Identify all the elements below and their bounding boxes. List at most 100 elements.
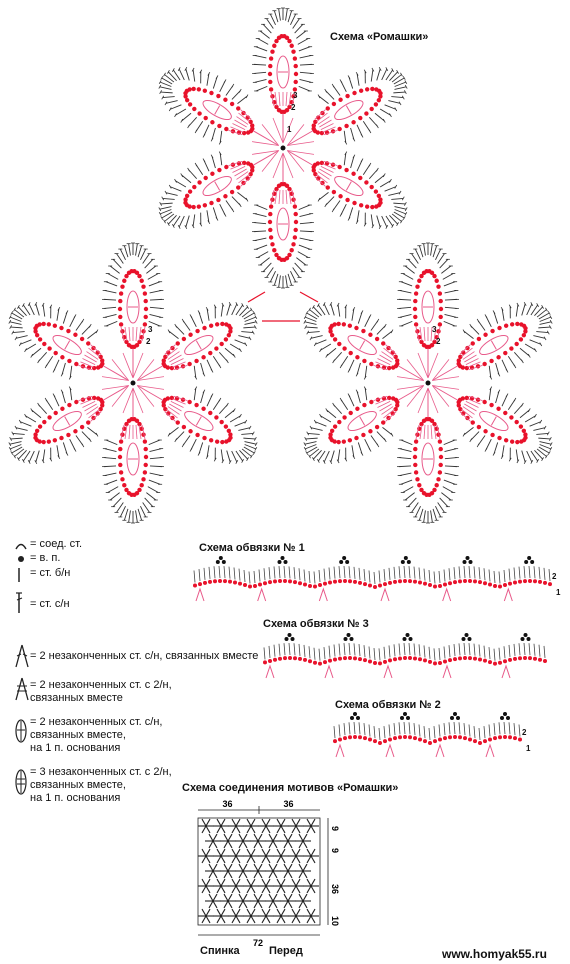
inner-stitch bbox=[236, 171, 249, 180]
stitch-mark bbox=[488, 569, 491, 582]
chain-dot bbox=[383, 739, 387, 744]
chain-dot bbox=[374, 336, 380, 342]
motif-mark bbox=[212, 863, 218, 872]
stitch-mark bbox=[396, 69, 399, 74]
stitch-mark bbox=[161, 95, 165, 100]
motif-mark bbox=[205, 915, 211, 924]
chain-dot bbox=[464, 395, 470, 401]
stitch-mark bbox=[360, 310, 364, 315]
stitch-mark bbox=[478, 727, 481, 741]
chain-dot bbox=[434, 483, 439, 488]
stitch-mark bbox=[278, 643, 281, 656]
stitch-mark bbox=[44, 397, 48, 402]
flower-motif bbox=[158, 7, 408, 289]
stitch-mark bbox=[38, 352, 48, 362]
stitch-mark bbox=[393, 202, 406, 205]
motif-mark bbox=[238, 870, 244, 879]
inner-stitch bbox=[375, 361, 389, 368]
inner-stitch bbox=[316, 112, 328, 123]
picot-dot bbox=[406, 716, 410, 720]
stitch-mark bbox=[213, 457, 217, 462]
petal-spoke bbox=[396, 376, 424, 381]
legend-item: = 2 незаконченных ст. с 2/н, связанных в… bbox=[14, 677, 172, 705]
chain-dot bbox=[328, 435, 333, 440]
cluster-bar bbox=[195, 340, 202, 350]
chain-dot bbox=[187, 102, 193, 107]
motif-mark bbox=[231, 818, 237, 827]
stitch-mark bbox=[241, 432, 254, 435]
stitch-mark bbox=[538, 644, 541, 657]
chain-dot bbox=[298, 656, 302, 661]
stitch-mark bbox=[503, 646, 506, 659]
stitch-mark bbox=[262, 262, 272, 272]
stitch-mark bbox=[14, 336, 18, 341]
stitch-mark bbox=[443, 723, 446, 736]
motif-mark bbox=[231, 885, 237, 894]
motif-mark bbox=[220, 855, 226, 864]
chain-dot bbox=[287, 186, 292, 192]
chain-dot bbox=[268, 211, 273, 217]
chain-dot bbox=[473, 656, 477, 661]
stitch-mark bbox=[158, 84, 162, 89]
stitch-mark bbox=[546, 431, 550, 436]
cluster-oval bbox=[347, 334, 377, 356]
stitch-mark bbox=[433, 648, 436, 661]
stitch-mark bbox=[492, 451, 496, 456]
motif-mark bbox=[212, 833, 218, 842]
inner-stitch bbox=[169, 354, 182, 363]
stitch-mark bbox=[414, 505, 421, 518]
stitch-mark bbox=[254, 437, 257, 441]
chain-dot bbox=[274, 38, 279, 44]
chain-dot bbox=[429, 418, 435, 424]
motif-mark bbox=[220, 878, 226, 887]
chain-dot bbox=[468, 656, 472, 661]
stitch-mark bbox=[381, 215, 388, 228]
stitch-mark bbox=[379, 108, 391, 116]
stitch-mark bbox=[269, 270, 276, 283]
motif-mark bbox=[310, 878, 316, 887]
stitch-mark bbox=[549, 315, 553, 320]
stitch-mark bbox=[388, 724, 391, 737]
chain-dot bbox=[59, 325, 64, 331]
stitch-mark bbox=[368, 162, 372, 167]
chain-dot bbox=[432, 421, 437, 427]
picot-dot bbox=[400, 716, 404, 720]
chain-dot bbox=[460, 396, 465, 401]
chain-dot bbox=[344, 123, 349, 129]
stitch-mark bbox=[320, 343, 332, 351]
stitch-mark bbox=[313, 306, 322, 317]
stitch-mark bbox=[253, 570, 256, 584]
inner-stitch bbox=[120, 326, 125, 342]
stitch-mark bbox=[332, 402, 335, 407]
stitch-mark bbox=[534, 413, 537, 418]
stitch-mark bbox=[250, 307, 253, 312]
chain-dot bbox=[229, 101, 235, 107]
stitch-mark bbox=[14, 425, 18, 430]
stitch-mark bbox=[200, 212, 202, 225]
stitch-mark bbox=[399, 314, 412, 318]
inner-stitch bbox=[138, 326, 142, 342]
chain-dot bbox=[142, 291, 148, 296]
motif-mark bbox=[291, 885, 297, 894]
chain-dot bbox=[74, 399, 79, 405]
stitch-mark bbox=[187, 124, 190, 129]
chain-dot bbox=[378, 94, 383, 99]
stitch-mark bbox=[306, 446, 318, 454]
stitch-mark bbox=[493, 312, 499, 324]
motif-mark bbox=[276, 818, 282, 827]
inner-stitch bbox=[172, 398, 186, 405]
motif-mark bbox=[298, 870, 304, 879]
chain-dot bbox=[418, 737, 422, 742]
stitch-mark bbox=[352, 455, 356, 460]
stitch-mark bbox=[538, 446, 550, 454]
inner-stitch bbox=[436, 424, 441, 440]
stitch-mark bbox=[534, 348, 537, 353]
stitch-mark bbox=[310, 427, 323, 431]
picot-dot bbox=[465, 556, 470, 560]
chain-dot bbox=[216, 93, 221, 99]
center-ring bbox=[425, 380, 431, 386]
stitch-mark bbox=[231, 208, 235, 213]
stitch-mark bbox=[239, 306, 248, 317]
stitch-mark bbox=[194, 162, 198, 167]
